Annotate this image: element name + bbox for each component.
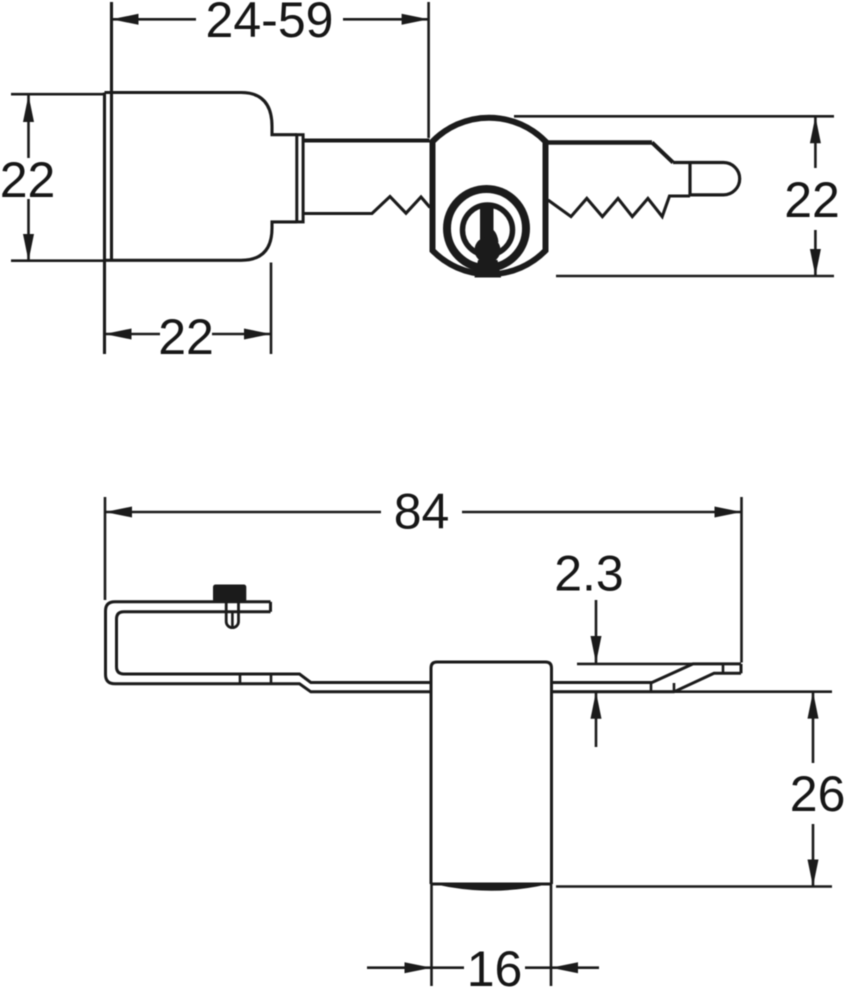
svg-text:24-59: 24-59 <box>206 0 334 48</box>
svg-text:22: 22 <box>0 152 55 208</box>
svg-text:84: 84 <box>394 484 450 540</box>
svg-text:16: 16 <box>467 941 523 997</box>
svg-text:22: 22 <box>784 172 840 228</box>
svg-text:2.3: 2.3 <box>554 546 624 602</box>
svg-text:26: 26 <box>790 766 846 822</box>
svg-text:22: 22 <box>158 309 214 365</box>
